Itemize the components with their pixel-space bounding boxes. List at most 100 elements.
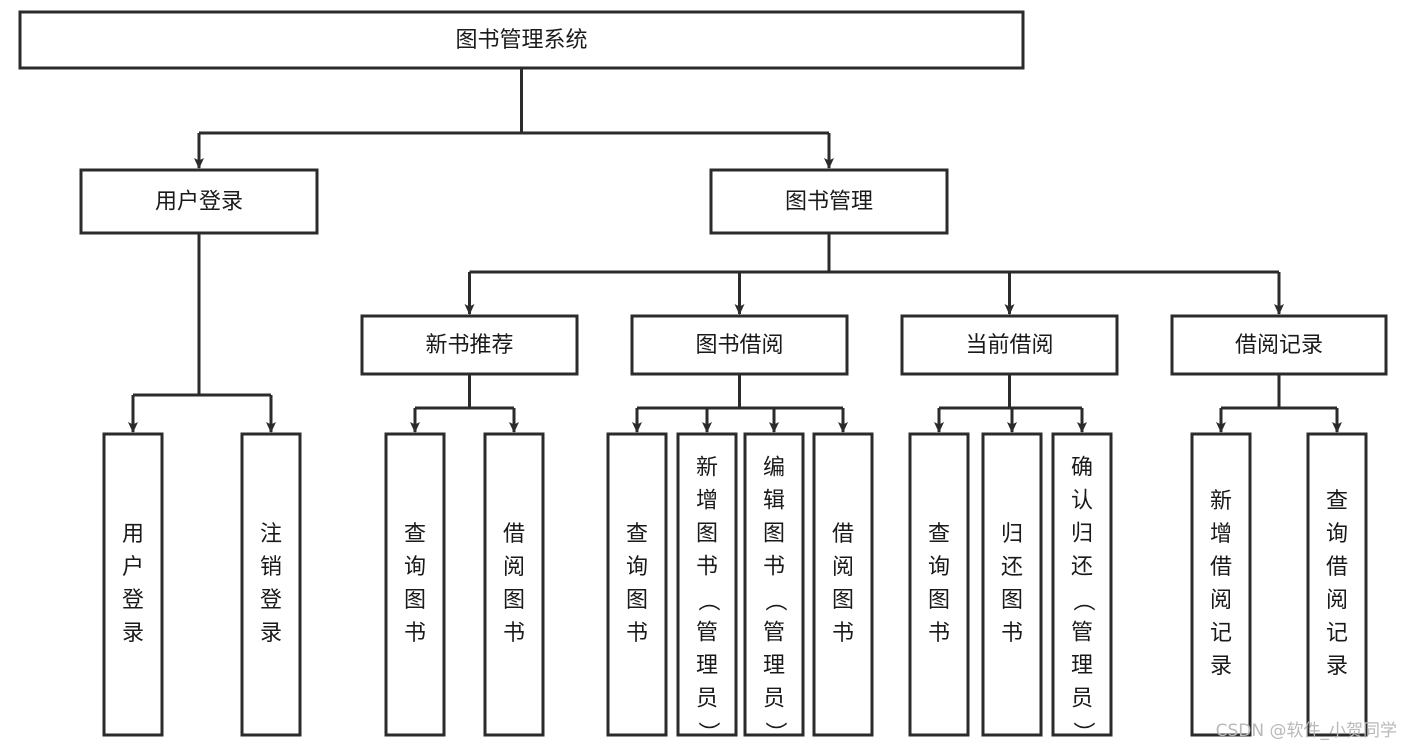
node-label-char: 书 bbox=[696, 555, 718, 580]
node-label-new-book-rec: 新书推荐 bbox=[425, 333, 513, 358]
node-label-char: 注 bbox=[260, 522, 282, 547]
node-label-current-borrow: 当前借阅 bbox=[965, 333, 1053, 358]
node-label-char: 记 bbox=[1210, 621, 1232, 646]
node-book-manage[interactable]: 图书管理 bbox=[709, 168, 949, 235]
node-label-char: ） bbox=[1070, 721, 1095, 743]
node-label-char: 借 bbox=[1210, 555, 1232, 580]
node-leaf-query-book-current[interactable]: 查询图书查询图书 bbox=[895, 0, 983, 737]
node-label-char: 确 bbox=[1071, 456, 1093, 481]
node-label-char: 图 bbox=[763, 522, 785, 547]
node-label-char: 员 bbox=[696, 687, 718, 712]
node-label-char: 查 bbox=[1326, 489, 1348, 514]
node-label-char: 查 bbox=[404, 522, 426, 547]
node-label-borrow-record: 借阅记录 bbox=[1235, 333, 1323, 358]
node-box-leaf-user-logout bbox=[240, 432, 302, 737]
node-box-book-borrow bbox=[630, 314, 849, 376]
edge-trunk bbox=[133, 233, 271, 397]
node-label-book-borrow: 图书借阅 bbox=[695, 333, 783, 358]
node-label-char: 归 bbox=[1071, 522, 1093, 547]
node-label-char: 阅 bbox=[1210, 588, 1232, 613]
node-label-char: 增 bbox=[1210, 522, 1232, 547]
node-leaf-user-login[interactable]: 用户登录用户登录 bbox=[89, 0, 177, 737]
node-label-char: 书 bbox=[503, 621, 525, 646]
node-label-char: 认 bbox=[1071, 489, 1093, 514]
node-label-char: 录 bbox=[122, 621, 144, 646]
node-label-char: 还 bbox=[1071, 555, 1093, 580]
node-label-char: 用 bbox=[122, 522, 144, 547]
node-label-char: 理 bbox=[763, 654, 785, 679]
node-box-leaf-query-book-borrow bbox=[606, 432, 668, 737]
node-label-char: 销 bbox=[260, 555, 282, 580]
node-label-char: 登 bbox=[122, 588, 144, 613]
node-label-char: 图 bbox=[404, 588, 426, 613]
node-box-leaf-query-book-current bbox=[908, 432, 970, 737]
node-label-char: 员 bbox=[1071, 687, 1093, 712]
node-label-char: 新 bbox=[696, 456, 718, 481]
node-box-leaf-user-login bbox=[102, 432, 164, 737]
edge-trunk bbox=[1221, 374, 1337, 410]
node-box-leaf-borrow-book bbox=[812, 432, 874, 737]
node-label-char: 借 bbox=[832, 522, 854, 547]
node-label-char: 询 bbox=[626, 555, 648, 580]
node-borrow-record[interactable]: 借阅记录 bbox=[1170, 314, 1388, 376]
node-box-leaf-add-book-admin bbox=[676, 432, 738, 737]
node-leaf-user-logout[interactable]: 注销登录注销登录 bbox=[227, 0, 315, 737]
node-box-user-login bbox=[79, 168, 319, 235]
node-box-leaf-query-borrow-record bbox=[1306, 432, 1368, 737]
node-box-root bbox=[18, 10, 1025, 70]
node-leaf-query-book-borrow[interactable]: 查询图书查询图书 bbox=[593, 0, 681, 737]
node-label-char: 图 bbox=[928, 588, 950, 613]
node-book-borrow[interactable]: 图书借阅 bbox=[630, 314, 849, 376]
node-label-char: 阅 bbox=[503, 555, 525, 580]
node-leaf-query-book-rec[interactable]: 查询图书查询图书 bbox=[371, 0, 459, 737]
node-box-leaf-edit-book-admin bbox=[743, 432, 805, 737]
node-label-char: 图 bbox=[626, 588, 648, 613]
node-label-char: 管 bbox=[763, 621, 785, 646]
node-user-login[interactable]: 用户登录 bbox=[79, 168, 319, 235]
node-label-char: 新 bbox=[1210, 489, 1232, 514]
node-box-leaf-add-borrow-record bbox=[1190, 432, 1252, 737]
node-label-char: 管 bbox=[696, 621, 718, 646]
node-label-char: 图 bbox=[832, 588, 854, 613]
node-label-char: 借 bbox=[1326, 555, 1348, 580]
edge-trunk bbox=[637, 374, 843, 410]
node-label-char: 记 bbox=[1326, 621, 1348, 646]
node-leaf-query-borrow-record[interactable]: 查询借阅记录查询借阅记录 bbox=[1271, 0, 1403, 737]
node-label-root: 图书管理系统 bbox=[455, 28, 587, 53]
edge-trunk bbox=[199, 68, 829, 135]
node-leaf-return-book[interactable]: 归还图书归还图书 bbox=[968, 0, 1056, 737]
node-box-leaf-confirm-return-admin bbox=[1051, 432, 1113, 737]
node-label-char: （ bbox=[695, 589, 720, 611]
node-label-char: 查 bbox=[928, 522, 950, 547]
node-label-book-manage: 图书管理 bbox=[785, 190, 873, 215]
node-root[interactable]: 图书管理系统 bbox=[18, 10, 1025, 70]
node-label-char: 借 bbox=[503, 522, 525, 547]
node-label-char: 书 bbox=[928, 621, 950, 646]
node-label-char: 图 bbox=[503, 588, 525, 613]
node-leaf-add-borrow-record[interactable]: 新增借阅记录新增借阅记录 bbox=[1155, 0, 1287, 737]
node-leaf-borrow-book-rec[interactable]: 借阅图书借阅图书 bbox=[470, 0, 558, 737]
node-leaf-borrow-book[interactable]: 借阅图书借阅图书 bbox=[799, 0, 887, 737]
node-label-char: 还 bbox=[1001, 555, 1023, 580]
node-label-char: 询 bbox=[928, 555, 950, 580]
node-label-user-login: 用户登录 bbox=[155, 190, 243, 215]
node-label-char: 户 bbox=[122, 555, 144, 580]
node-current-borrow[interactable]: 当前借阅 bbox=[900, 314, 1119, 376]
edge-trunk bbox=[415, 374, 514, 410]
node-label-char: ） bbox=[695, 721, 720, 743]
node-box-leaf-query-book-rec bbox=[384, 432, 446, 737]
node-label-char: 书 bbox=[404, 621, 426, 646]
node-new-book-rec[interactable]: 新书推荐 bbox=[360, 314, 579, 376]
edge-layer bbox=[128, 68, 1342, 433]
node-box-book-manage bbox=[709, 168, 949, 235]
node-label-char: （ bbox=[762, 589, 787, 611]
node-label-char: 书 bbox=[1001, 621, 1023, 646]
node-label-char: 理 bbox=[1071, 654, 1093, 679]
node-label-char: 辑 bbox=[763, 489, 785, 514]
node-label-char: 录 bbox=[1326, 654, 1348, 679]
node-label-char: 书 bbox=[832, 621, 854, 646]
